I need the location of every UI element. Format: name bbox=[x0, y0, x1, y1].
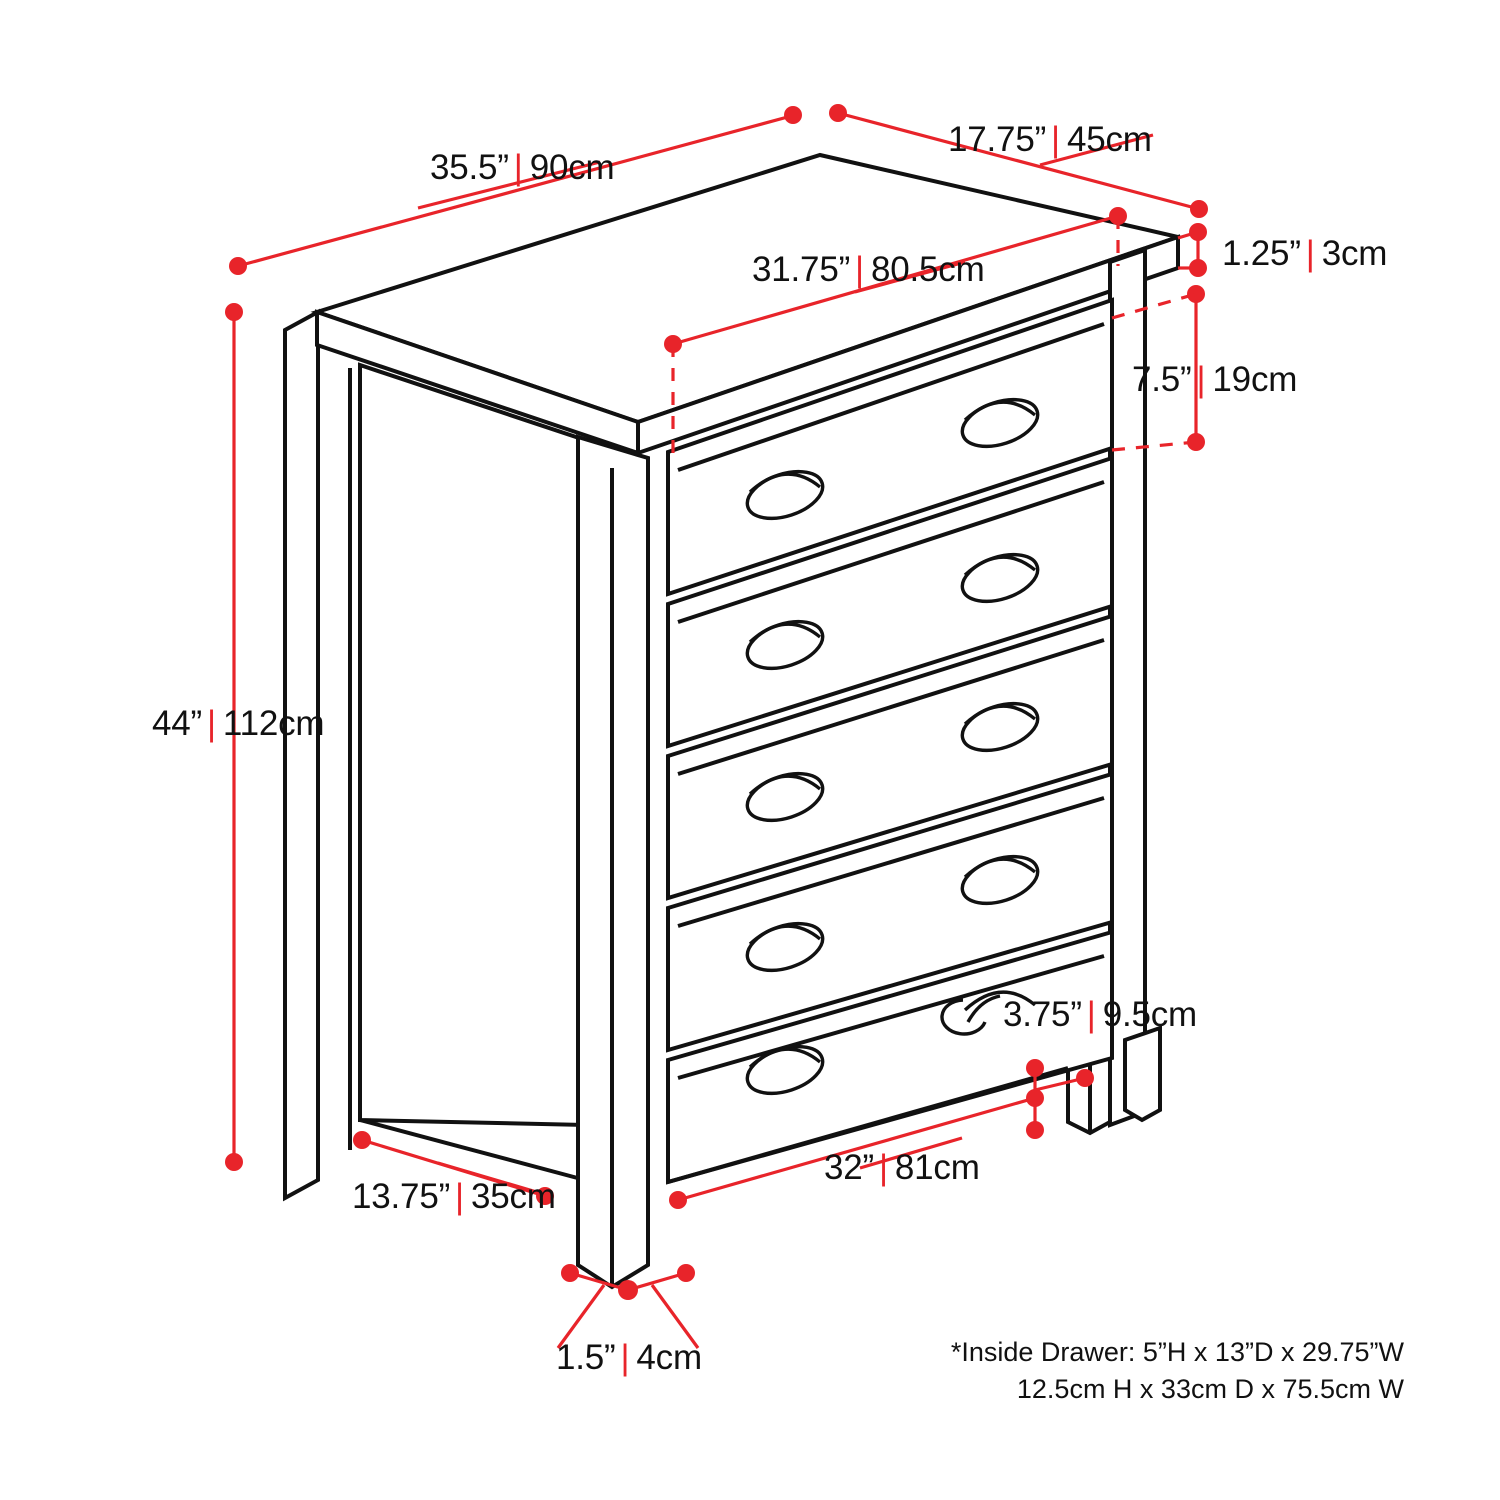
handle-drawer-3-left[interactable] bbox=[741, 765, 828, 829]
drawer-3-inner-reveal bbox=[677, 638, 1105, 776]
unit-separator: | bbox=[1305, 234, 1315, 273]
dim-label-overall-depth: 17.75”|45cm bbox=[948, 120, 1152, 159]
dim-leg-width bbox=[556, 1264, 700, 1349]
unit-separator: | bbox=[1086, 995, 1096, 1034]
unit-separator: | bbox=[1051, 120, 1060, 159]
drawer-4-inner-reveal bbox=[677, 796, 1105, 928]
drawer-5-inner-reveal bbox=[677, 954, 1105, 1080]
left-side-panel bbox=[358, 362, 587, 1128]
dresser-body bbox=[283, 152, 1186, 1290]
dim-label-overall-width: 35.5”|90cm bbox=[430, 148, 615, 187]
handle-drawer-2-right[interactable] bbox=[956, 546, 1043, 610]
bottom-rail bbox=[667, 1066, 1069, 1184]
handle-drawer-1-right[interactable] bbox=[956, 391, 1043, 455]
dim-label-top-thickness: 1.25”|3cm bbox=[1222, 234, 1388, 273]
dim-front-width bbox=[669, 1089, 1044, 1209]
handle-drawer-2-left[interactable] bbox=[741, 613, 828, 677]
dim-label-side-depth: 13.75”|35cm bbox=[352, 1177, 556, 1216]
dim-label-overall-height: 44”|112cm bbox=[152, 704, 325, 743]
left-side-bottom-rail bbox=[359, 1118, 586, 1182]
dim-label-drawer-height: 7.5”|19cm bbox=[1132, 360, 1298, 399]
unit-separator: | bbox=[620, 1338, 630, 1377]
drawer-1-inner-reveal bbox=[677, 322, 1105, 472]
dim-overall-depth bbox=[829, 104, 1208, 218]
dimension-annotations bbox=[225, 104, 1208, 1349]
dim-front-width-right-tick bbox=[1026, 1059, 1094, 1139]
handle-drawer-4-right[interactable] bbox=[956, 848, 1043, 912]
dim-overall-height bbox=[225, 303, 243, 1171]
handle-drawer-3-right[interactable] bbox=[956, 695, 1043, 759]
inside-drawer-footnote-line1: *Inside Drawer: 5”H x 13”D x 29.75”W bbox=[950, 1337, 1404, 1367]
unit-separator: | bbox=[513, 148, 523, 187]
unit-separator: | bbox=[455, 1177, 464, 1216]
handle-drawer-1-left[interactable] bbox=[741, 463, 828, 527]
leg-rear-right-lower bbox=[1123, 1025, 1162, 1123]
inside-drawer-footnote: *Inside Drawer: 5”H x 13”D x 29.75”W 12.… bbox=[951, 1334, 1404, 1409]
inside-drawer-footnote-line2: 12.5cm H x 33cm D x 75.5cm W bbox=[1016, 1374, 1404, 1405]
leg-rear-left bbox=[283, 308, 320, 1202]
handle-drawer-5-left[interactable] bbox=[741, 1038, 828, 1102]
dim-top-thickness bbox=[1177, 223, 1207, 277]
unit-separator: | bbox=[855, 250, 864, 289]
handle-drawer-4-left[interactable] bbox=[741, 915, 828, 979]
dim-label-front-width: 32”|81cm bbox=[824, 1148, 980, 1187]
unit-separator: | bbox=[879, 1148, 888, 1187]
dim-top-width bbox=[664, 207, 1127, 462]
dim-side-depth bbox=[353, 1131, 554, 1205]
dim-label-handle-width: 3.75”|9.5cm bbox=[1003, 995, 1197, 1034]
dim-label-top-width: 31.75”|80.5cm bbox=[752, 250, 985, 289]
drawer-2-inner-reveal bbox=[677, 480, 1105, 624]
dim-drawer-height bbox=[1111, 285, 1205, 452]
unit-separator: | bbox=[1196, 360, 1206, 399]
dim-label-leg-width: 1.5”|4cm bbox=[556, 1338, 702, 1377]
handle-drawer-5-right[interactable] bbox=[940, 990, 1037, 1036]
unit-separator: | bbox=[207, 704, 216, 743]
dim-overall-width bbox=[229, 106, 802, 275]
